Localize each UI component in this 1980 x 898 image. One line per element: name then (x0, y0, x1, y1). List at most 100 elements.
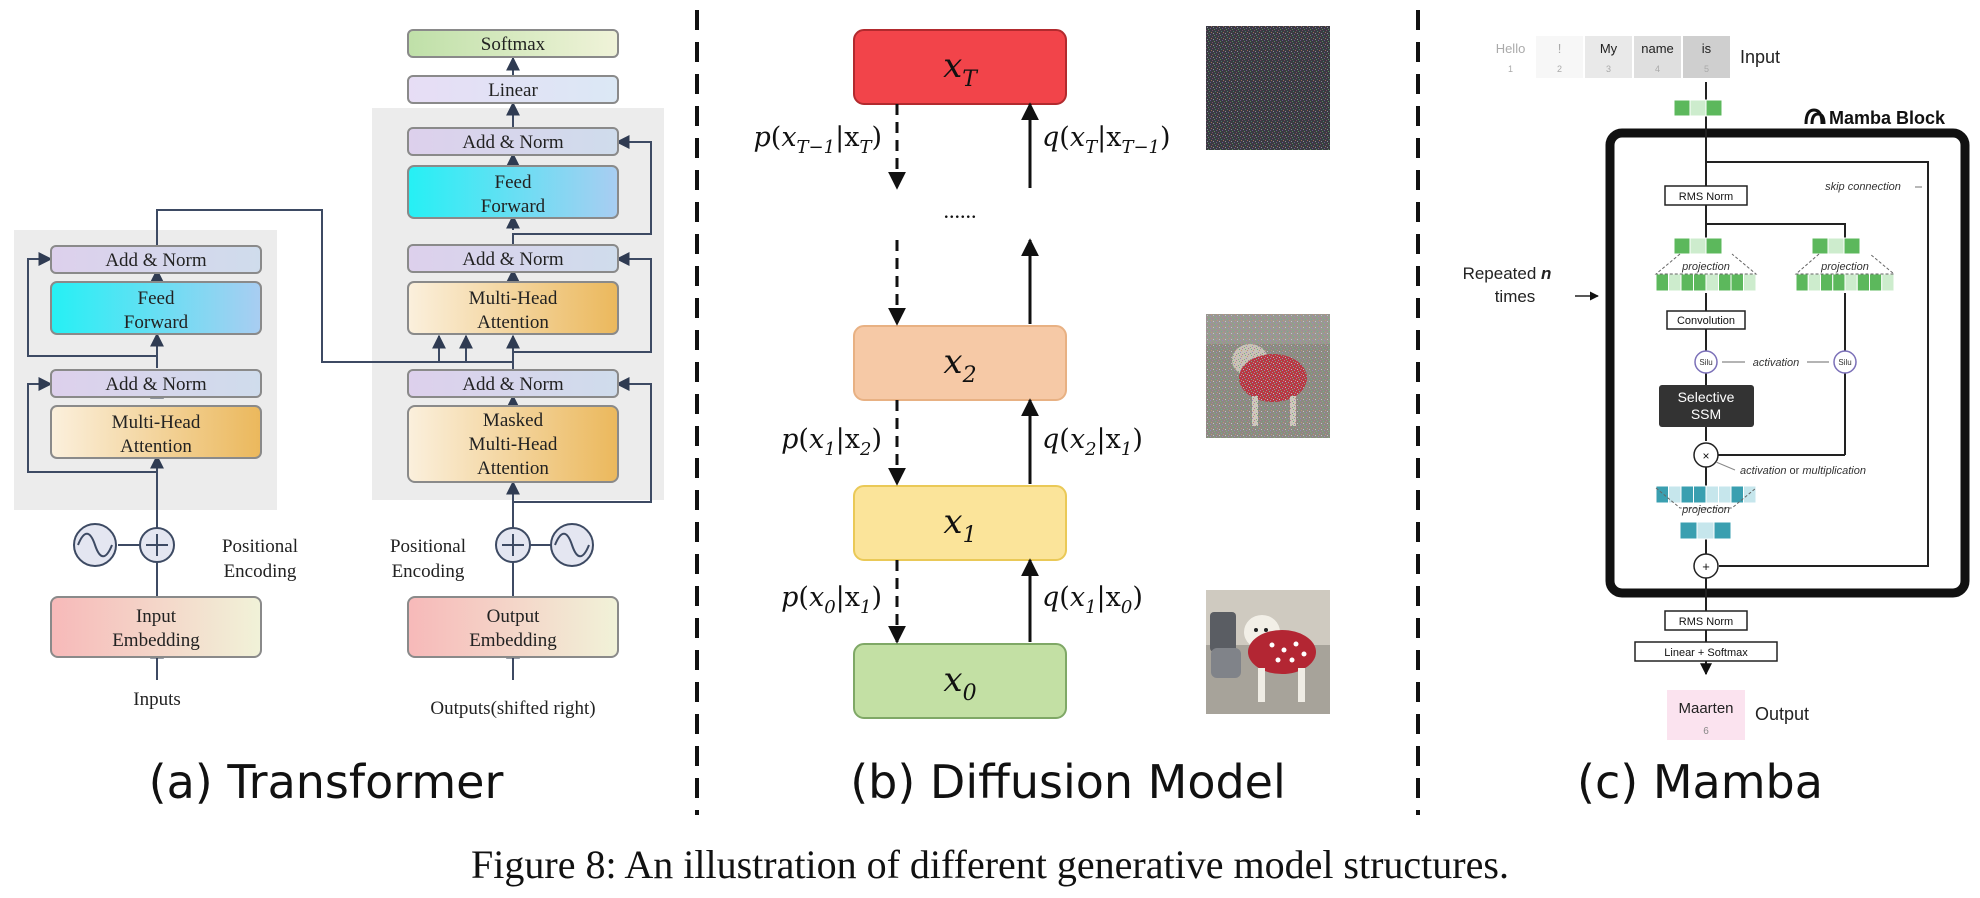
mamba-rms-norm-out (1664, 610, 1748, 631)
decoder-feed-forward: Feed Forward (407, 165, 619, 219)
mamba-rms-norm-out-label: RMS Norm (1679, 616, 1733, 628)
mamba-output-token-text: Maarten (1678, 700, 1733, 717)
mamba-input-label: Input (1740, 47, 1780, 67)
decoder-pos-enc-line1: Positional (390, 536, 466, 557)
mamba-token-text: Hello (1496, 41, 1526, 56)
decoder-sine-icon (550, 523, 594, 567)
mamba-linear-softmax (1634, 641, 1778, 662)
forward-label-0: q(xT|xT−1) (1042, 122, 1171, 158)
mamba-projection-bottom: projection (1681, 504, 1730, 516)
diffusion-panel: xTx2x1x0p(xT−1|xT)p(x1|x2)p(x0|x1)q(xT|x… (753, 29, 1171, 719)
decoder-add-norm-mid-label: Add & Norm (462, 249, 564, 270)
decoder-masked-line3: Attention (477, 458, 549, 479)
or-word: or (1790, 465, 1800, 477)
decoder-plus-icon (495, 527, 531, 563)
decoder-cross-att-line2: Attention (477, 312, 549, 333)
n-word: n (1541, 264, 1551, 283)
clean-image-x0 (1206, 590, 1330, 714)
diffusion-arrows (888, 102, 1039, 644)
mult-word: multiplication (1802, 465, 1866, 477)
diffusion-node-xT: xT (853, 29, 1067, 105)
mamba-projection-left: projection (1681, 261, 1730, 273)
mamba-silu-left-label: Silu (1699, 358, 1712, 367)
diffusion-ellipsis: ...... (944, 198, 977, 223)
transformer-caption: (a) Transformer (149, 755, 504, 809)
noise-image-x2 (1206, 314, 1330, 438)
decoder-linear: Linear (407, 75, 619, 104)
decoder-emb-line1: Output (487, 606, 541, 627)
encoder-add-norm-top: Add & Norm (50, 245, 262, 274)
mamba-silu-right (1833, 350, 1857, 374)
mamba-input-bar (1673, 99, 1723, 117)
mamba-token-bars (1655, 99, 1895, 540)
decoder-ff-line2: Forward (481, 196, 546, 217)
mamba-add-node (1693, 553, 1719, 579)
encoder-add-norm-top-label: Add & Norm (105, 250, 207, 271)
mamba-token-index: 4 (1655, 64, 1660, 74)
mamba-linear-softmax-label: Linear + Softmax (1664, 647, 1748, 659)
decoder-add-norm-top-label: Add & Norm (462, 132, 564, 153)
mamba-bar-bottom-in (1655, 485, 1757, 504)
encoder-sine-icon (73, 523, 117, 567)
mamba-input-token: name 4 (1634, 36, 1681, 78)
decoder-outputs-label: Outputs(shifted right) (430, 698, 595, 719)
mamba-multiply-label: × (1702, 449, 1709, 463)
mamba-skip-connection-label: skip connection (1825, 181, 1901, 193)
reverse-label-1: p(x1|x2) (781, 424, 882, 460)
mamba-token-text: is (1702, 41, 1712, 56)
mamba-input-token: Hello 1 (1487, 36, 1534, 78)
diffusion-node-x2: x2 (853, 325, 1067, 401)
decoder-pos-enc-line2: Encoding (392, 561, 465, 582)
decoder-output-embedding: Output Embedding (407, 596, 619, 658)
mamba-output-label: Output (1755, 704, 1809, 724)
decoder-cross-attention: Multi-Head Attention (407, 281, 619, 335)
forward-label-1: q(x2|x1) (1042, 424, 1143, 460)
encoder-emb-line2: Embedding (112, 630, 200, 651)
decoder-linear-label: Linear (488, 80, 538, 101)
mamba-rms-norm-label: RMS Norm (1679, 191, 1733, 203)
mamba-token-index: 3 (1606, 64, 1611, 74)
mamba-silu-left (1694, 350, 1718, 374)
mamba-caption: (c) Mamba (1577, 755, 1823, 809)
mamba-output-token (1667, 690, 1745, 740)
mamba-token-text: name (1641, 41, 1674, 56)
mamba-block-border (1605, 128, 1970, 598)
encoder-pos-enc-line2: Encoding (224, 561, 297, 582)
mamba-bar-right-out (1795, 273, 1895, 292)
encoder-ff-line2: Forward (124, 312, 189, 333)
mamba-bar-right-in (1811, 237, 1861, 255)
decoder-masked-line1: Masked (483, 410, 544, 431)
diffusion-caption: (b) Diffusion Model (850, 755, 1286, 809)
encoder-feed-forward: Feed Forward (50, 281, 262, 335)
mamba-ssm-line2: SSM (1691, 406, 1721, 422)
mamba-input-token: !2 (1536, 36, 1583, 78)
mamba-convolution-label: Convolution (1677, 315, 1735, 327)
mamba-bar-bottom-out (1679, 521, 1732, 540)
mamba-activation-label: activation (1753, 357, 1799, 369)
diffusion-node-label-xT: xT (943, 46, 979, 92)
decoder-masked-attention: Masked Multi-Head Attention (407, 405, 619, 483)
decoder-masked-line2: Multi-Head (469, 434, 558, 455)
mamba-wires (1575, 82, 1929, 676)
mamba-multiply-node (1693, 442, 1719, 468)
transformer-wires (27, 56, 652, 680)
reverse-label-0: p(xT−1|xT) (753, 122, 882, 158)
mamba-add-label: + (1702, 559, 1710, 574)
decoder-add-norm-top: Add & Norm (407, 127, 619, 156)
mamba-projection-fans (1654, 253, 1896, 509)
mamba-input-token: is 5 (1683, 36, 1730, 78)
mamba-token-index: 5 (1704, 64, 1709, 74)
mamba-silu-right-label: Silu (1838, 358, 1851, 367)
diffusion-node-x1: x1 (853, 485, 1067, 561)
mamba-convolution (1666, 310, 1746, 330)
mamba-token-index: 1 (1508, 64, 1513, 74)
encoder-ff-line1: Feed (138, 288, 175, 309)
mamba-activation-or-mult: activation or multiplication (1740, 465, 1866, 477)
decoder-add-norm-bottom-label: Add & Norm (462, 374, 564, 395)
mamba-repeated-label: Repeated n (1463, 264, 1552, 283)
encoder-add-norm-bottom: Add & Norm (50, 369, 262, 398)
diffusion-node-x0: x0 (853, 643, 1067, 719)
